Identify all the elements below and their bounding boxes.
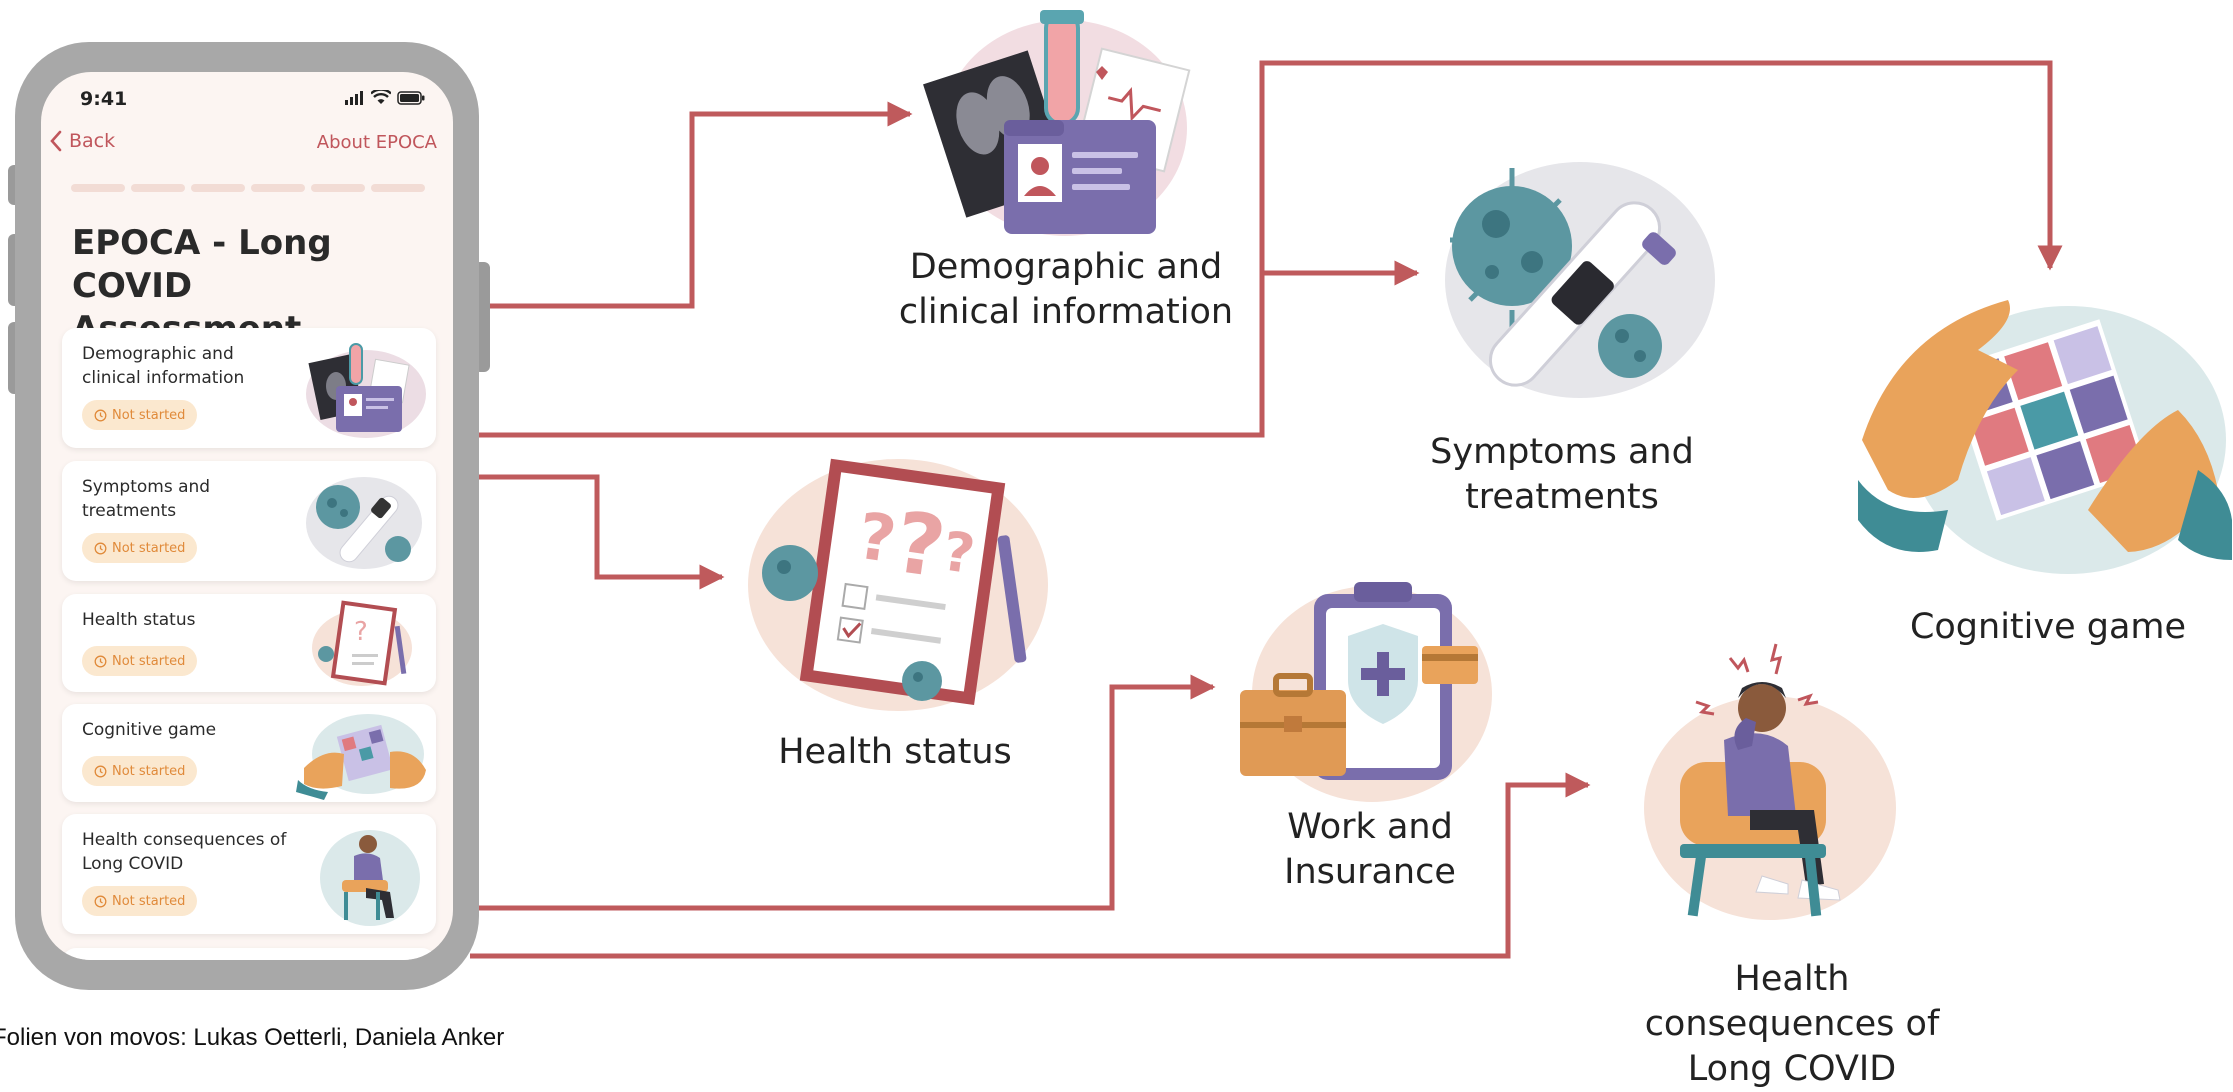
demographic-thumbnail <box>306 343 426 438</box>
status-text: Not started <box>112 407 186 423</box>
status-text: Not started <box>112 763 186 779</box>
demographic-illustration <box>923 10 1191 236</box>
status-icons <box>345 90 425 105</box>
status-badge: Not started <box>82 533 198 563</box>
card-title: Health status <box>82 610 196 630</box>
status-text: Not started <box>112 540 186 556</box>
health-consequences-thumbnail <box>320 830 420 926</box>
clock-icon <box>94 895 107 907</box>
credit-text: Folien von movos: Lukas Oetterli, Daniel… <box>0 1024 505 1051</box>
module-card-health-status[interactable]: Health status Not started ? <box>62 594 436 692</box>
card-title: Health consequences of Long COVID <box>82 830 287 874</box>
clock-icon <box>94 655 107 667</box>
cognitive-game-illustration <box>1858 300 2232 574</box>
arrow-to-health-status <box>478 474 725 590</box>
status-badge: Not started <box>82 886 198 916</box>
clock-icon <box>94 409 107 421</box>
status-text: Not started <box>112 893 186 909</box>
symptoms-illustration <box>1445 162 1715 398</box>
arrow-to-consequences <box>470 772 1591 959</box>
module-card-partial <box>62 948 436 960</box>
status-time: 9:41 <box>80 88 128 110</box>
health-status-thumbnail: ? <box>312 600 412 686</box>
symptoms-thumbnail <box>306 477 422 569</box>
card-title: Cognitive game <box>82 720 217 740</box>
phone-screen: 9:41 Back About EPOCA EPOCA - Long COVID… <box>41 72 453 960</box>
status-badge: Not started <box>82 756 198 786</box>
arrow-to-cognitive <box>1259 60 2063 273</box>
signal-icon <box>345 90 363 105</box>
progress-bar <box>71 184 425 192</box>
module-card-demographic[interactable]: Demographic and clinical information Not… <box>62 328 436 448</box>
status-badge: Not started <box>82 646 198 676</box>
wifi-icon <box>371 90 391 104</box>
back-button[interactable]: Back <box>49 130 115 152</box>
module-label-health-status: Health status <box>778 732 1012 772</box>
module-card-cognitive-game[interactable]: Cognitive game Not started <box>62 704 436 802</box>
health-status-illustration: ? ? ? <box>748 458 1048 711</box>
module-label-symptoms: Symptoms and treatments <box>1430 432 1694 517</box>
module-card-symptoms[interactable]: Symptoms and treatments Not started <box>62 461 436 581</box>
work-insurance-illustration <box>1240 582 1492 802</box>
arrow-to-work <box>478 674 1216 911</box>
cognitive-game-thumbnail <box>296 714 426 800</box>
about-epoca-link[interactable]: About EPOCA <box>316 132 437 153</box>
back-chevron-icon <box>50 130 62 152</box>
module-label-consequences: Health consequences of Long COVID <box>1644 959 1940 1089</box>
module-card-health-consequences[interactable]: Health consequences of Long COVID Not st… <box>62 814 436 934</box>
battery-icon <box>397 90 425 105</box>
clock-icon <box>94 765 107 777</box>
module-label-work: Work and Insurance <box>1284 807 1456 892</box>
arrow-to-symptoms <box>478 260 1420 438</box>
module-label-demographic: Demographic and clinical information <box>898 247 1234 332</box>
status-badge: Not started <box>82 400 198 430</box>
svg-text:?: ? <box>354 617 368 647</box>
status-text: Not started <box>112 653 186 669</box>
back-label: Back <box>69 130 116 152</box>
arrow-to-demographic <box>480 101 913 309</box>
health-consequences-illustration <box>1644 643 1896 920</box>
clock-icon <box>94 542 107 554</box>
card-title: Demographic and clinical information <box>82 344 245 388</box>
module-label-cognitive: Cognitive game <box>1909 607 2187 647</box>
card-title: Symptoms and treatments <box>82 477 211 521</box>
